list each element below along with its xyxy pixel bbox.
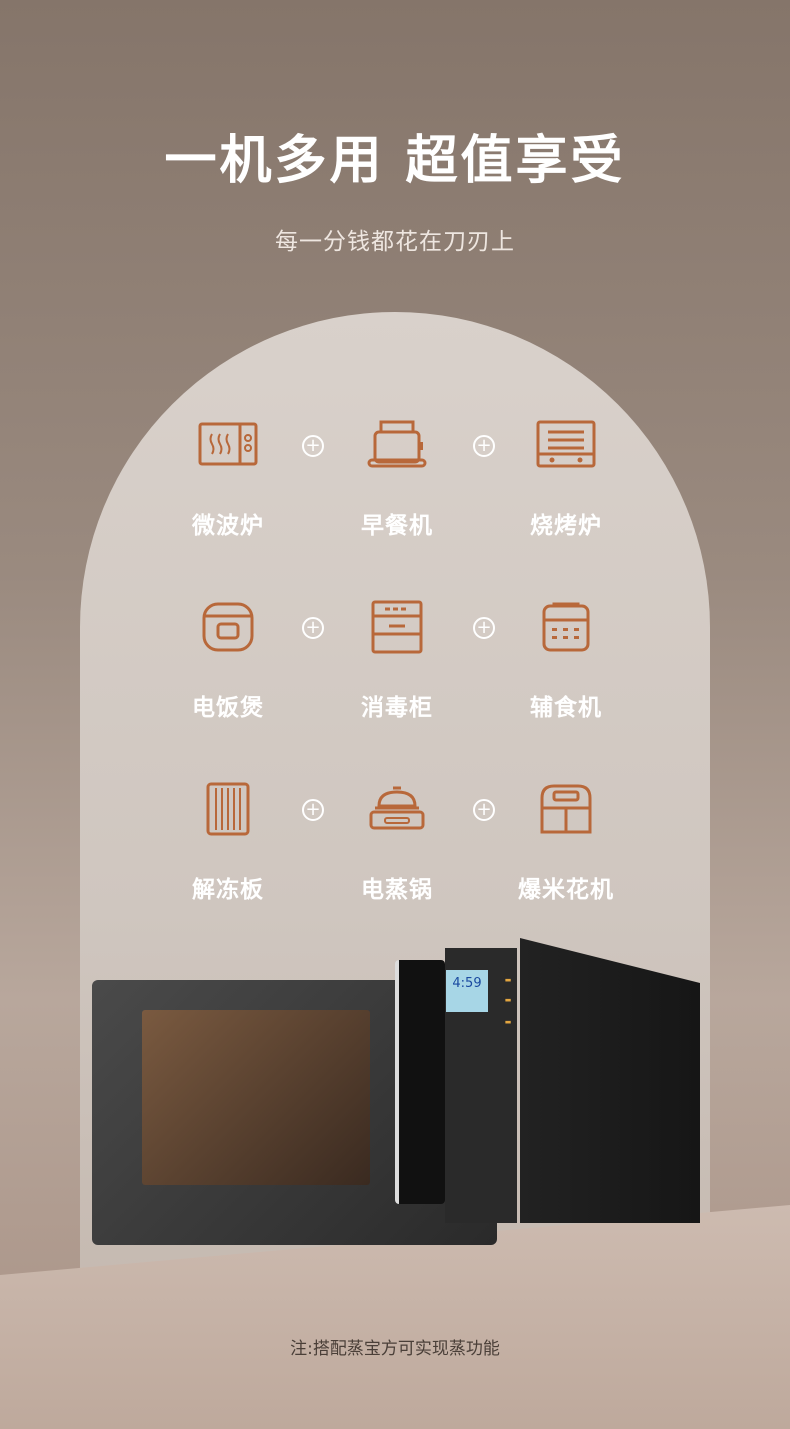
feature-label: 烧烤炉 <box>530 513 602 539</box>
feature-item: 早餐机 <box>327 418 467 540</box>
control-button: ▬ <box>504 1018 512 1026</box>
feature-item: 辅食机 <box>496 600 636 722</box>
feature-item: 微波炉 <box>158 418 298 540</box>
toaster-icon <box>367 420 427 468</box>
plus-icon: + <box>473 617 495 639</box>
feature-label: 电饭煲 <box>192 695 264 721</box>
baby-food-maker-icon <box>542 602 590 652</box>
page-subtitle: 每一分钱都花在刀刃上 <box>275 229 515 255</box>
feature-label: 微波炉 <box>192 513 264 539</box>
feature-label: 消毒柜 <box>361 695 433 721</box>
feature-item: 烧烤炉 <box>496 418 636 540</box>
microwave-icon <box>198 422 258 466</box>
oven-icon <box>536 420 596 468</box>
feature-label: 电蒸锅 <box>361 877 433 903</box>
rice-cooker-icon <box>202 602 254 652</box>
footnote: 注:搭配蒸宝方可实现蒸功能 <box>290 1339 500 1359</box>
feature-label: 辅食机 <box>530 695 602 721</box>
plus-icon: + <box>302 799 324 821</box>
sterilizer-cabinet-icon <box>371 600 423 654</box>
feature-label: 爆米花机 <box>518 877 614 903</box>
feature-item: 电饭煲 <box>158 600 298 722</box>
lcd-display: 4:59 <box>446 970 488 1012</box>
plus-icon: + <box>302 435 324 457</box>
plus-icon: + <box>473 435 495 457</box>
feature-item: 电蒸锅 <box>327 782 467 904</box>
popcorn-machine-icon <box>540 784 592 834</box>
microwave-handle <box>395 960 445 1204</box>
feature-label: 解冻板 <box>192 877 264 903</box>
feature-item: 消毒柜 <box>327 600 467 722</box>
feature-label: 早餐机 <box>361 513 433 539</box>
microwave-product-image: 4:59 ▬ ▬ ▬ <box>90 938 702 1250</box>
control-button: ▬ <box>504 976 512 984</box>
thawing-plate-icon <box>206 782 250 836</box>
plus-icon: + <box>473 799 495 821</box>
feature-item: 解冻板 <box>158 782 298 904</box>
page-title: 一机多用 超值享受 <box>164 131 626 191</box>
microwave-side <box>520 938 700 1223</box>
plus-icon: + <box>302 617 324 639</box>
control-button: ▬ <box>504 996 512 1004</box>
microwave-window <box>142 1010 370 1185</box>
steamer-icon <box>369 786 425 830</box>
feature-item: 爆米花机 <box>496 782 636 904</box>
